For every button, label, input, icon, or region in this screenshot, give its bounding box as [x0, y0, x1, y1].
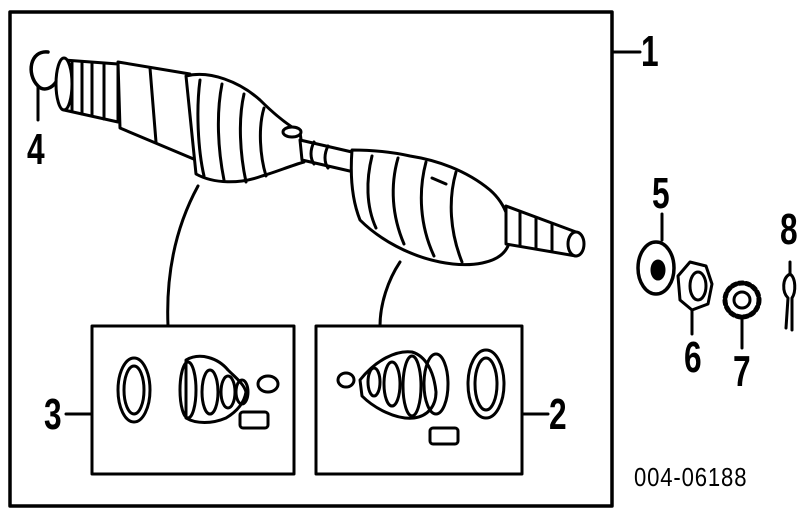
- outer-boot: [349, 148, 512, 267]
- callout-6: 6: [684, 333, 702, 382]
- washer: [636, 240, 676, 296]
- kit3-grease-pack: [238, 410, 270, 430]
- callout-5: 5: [652, 169, 670, 218]
- callout-4: 4: [27, 125, 45, 174]
- callout-8: 8: [780, 205, 798, 254]
- kit3-clamp-large: [116, 356, 152, 424]
- nut-lock: [722, 280, 762, 320]
- arrow-to-outer-boot: [378, 260, 402, 328]
- outer-spline-shaft: [504, 204, 578, 258]
- inner-boot-kit-box: [90, 324, 296, 476]
- callout-1: 1: [641, 27, 659, 76]
- cotter-pin: [782, 272, 797, 332]
- kit2-clamp-medium: [422, 352, 450, 416]
- callout-7: 7: [733, 347, 751, 396]
- snap-ring: [29, 50, 58, 91]
- callout-3: 3: [44, 390, 62, 439]
- kit2-grease-pack: [428, 426, 460, 446]
- kit2-clamp-large: [466, 348, 506, 420]
- kit2-clip: [336, 371, 356, 389]
- kit3-clip: [256, 374, 280, 394]
- inner-joint-housing: [116, 60, 198, 162]
- kit3-boot: [184, 354, 248, 424]
- outer-spline-end: [566, 230, 586, 258]
- inner-spline-end: [54, 56, 74, 112]
- assembly-frame: [8, 10, 614, 508]
- kit3-clamp-small: [234, 378, 250, 406]
- outer-boot-kit-box: [314, 324, 524, 476]
- diagram-code: 004-06188: [634, 462, 748, 492]
- callout-2: 2: [549, 390, 567, 439]
- inner-boot-clamp: [281, 125, 303, 139]
- arrow-to-inner-boot: [166, 184, 200, 328]
- kit2-boot: [358, 350, 438, 420]
